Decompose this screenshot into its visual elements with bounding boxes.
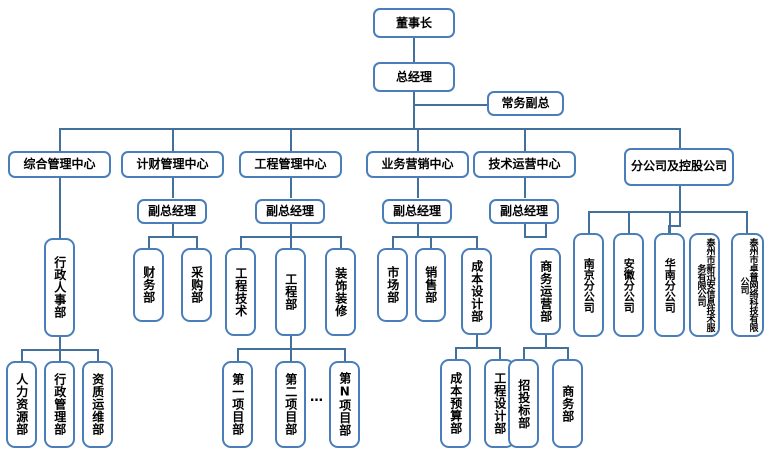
connector-hr-c1 — [21, 349, 23, 361]
connector-costdesign-bus — [455, 347, 500, 349]
node-dept-cost-budget[interactable]: 成本预算部 — [440, 359, 471, 448]
connector-dgm2-down — [290, 224, 292, 237]
node-executive-deputy[interactable]: 常务副总 — [487, 91, 564, 116]
node-center-finance-plan[interactable]: 计财管理中心 — [121, 151, 224, 178]
node-branch-anhui[interactable]: 安徽分公司 — [613, 233, 644, 337]
connector-drop-general-admin — [59, 128, 61, 151]
node-dept-bidding[interactable]: 招投标部 — [508, 359, 539, 448]
connector-hr-down — [59, 337, 61, 350]
connector-admin-center-to-hr — [59, 178, 61, 238]
connector-costdesign-c1 — [455, 347, 457, 359]
connector-dgm3-c2 — [430, 236, 432, 248]
connector-branch-nanjing — [588, 211, 590, 233]
connector-dgm3-c1 — [392, 236, 394, 248]
node-branch-xinxun-anxin[interactable]: 泰州市新迅安信息技术服务有限公司 — [689, 233, 720, 337]
node-center-engineering[interactable]: 工程管理中心 — [239, 151, 342, 178]
node-dept-business-operations[interactable]: 商务运营部 — [530, 248, 561, 335]
node-dept-admin-mgmt[interactable]: 行政管理部 — [44, 361, 75, 448]
node-deputy-gm-1[interactable]: 副总经理 — [137, 199, 207, 224]
connector-costdesign-down — [476, 335, 478, 348]
node-branch-holding-companies[interactable]: 分公司及控股公司 — [624, 148, 734, 186]
connector-dgm2-c2 — [290, 236, 292, 248]
node-branch-zhuopu-network[interactable]: 泰州市卓普网络科技有限公司 — [731, 233, 764, 337]
node-deputy-gm-4[interactable]: 副总经理 — [489, 199, 559, 224]
connector-drop-business — [417, 128, 419, 151]
connector-dgm1-down — [172, 224, 174, 237]
connector-branch-bus — [588, 211, 746, 213]
connector-bizops-c2 — [567, 347, 569, 359]
node-dept-business[interactable]: 商务部 — [552, 359, 583, 448]
node-project-dept-2[interactable]: 第二项目部 — [275, 361, 306, 448]
node-dept-decoration[interactable]: 装饰装修 — [325, 248, 356, 336]
node-dept-sales[interactable]: 销售部 — [415, 248, 446, 322]
connector-branches-down — [679, 186, 681, 212]
node-center-business-marketing[interactable]: 业务营销中心 — [366, 151, 469, 178]
node-general-manager[interactable]: 总经理 — [373, 62, 455, 92]
connector-hr-c2 — [59, 349, 61, 361]
connector-drop-finance-plan — [172, 128, 174, 151]
connector-bizops-down — [545, 335, 547, 348]
connector-chairman-gm — [413, 38, 415, 62]
connector-drop-engineering — [290, 128, 292, 151]
connector-dgm4-to-bizops — [545, 224, 547, 237]
connector-dgm3-c3 — [476, 236, 478, 248]
node-deputy-gm-2[interactable]: 副总经理 — [255, 199, 325, 224]
node-project-dept-1[interactable]: 第一项目部 — [222, 361, 253, 448]
connector-costdesign-c2 — [499, 347, 501, 359]
connector-branch-xinxun-a — [679, 211, 681, 226]
connector-drop-branches — [679, 128, 681, 151]
connector-project-c1 — [237, 348, 239, 361]
connector-tech-center-to-dgm — [524, 178, 526, 198]
node-dept-market[interactable]: 市场部 — [377, 248, 408, 322]
connector-branch-southchina — [669, 211, 671, 233]
connector-dgm1-c1 — [148, 236, 150, 248]
connector-finance-center-to-dgm — [172, 178, 174, 198]
node-dept-procurement[interactable]: 采购部 — [181, 248, 212, 322]
connector-eng-center-to-dgm — [290, 178, 292, 198]
node-dept-cost-design[interactable]: 成本设计部 — [461, 248, 492, 335]
node-dept-engineering-tech[interactable]: 工程技术 — [225, 248, 256, 336]
connector-hr-c3 — [97, 349, 99, 361]
node-center-tech-operations[interactable]: 技术运营中心 — [473, 151, 576, 178]
connector-dgm4-down — [524, 224, 526, 237]
connector-branch-xinxun-h — [668, 225, 681, 227]
node-branch-south-china[interactable]: 华南分公司 — [654, 233, 685, 337]
connector-dgm1-c2 — [196, 236, 198, 248]
connector-dgm1-bus — [148, 236, 197, 238]
connector-exec-deputy — [413, 104, 487, 106]
node-dept-admin-hr[interactable]: 行政人事部 — [44, 238, 75, 337]
connector-branch-xinxun-b — [668, 225, 670, 234]
connector-dgm2-c1 — [240, 236, 242, 248]
project-dept-ellipsis: … — [310, 390, 324, 405]
node-center-general-admin[interactable]: 综合管理中心 — [8, 151, 111, 178]
node-dept-finance[interactable]: 财务部 — [133, 248, 164, 322]
connector-dgm3-bus — [392, 236, 477, 238]
connector-bizops-c1 — [523, 347, 525, 359]
node-chairman[interactable]: 董事长 — [373, 8, 455, 38]
connector-drop-tech-ops — [524, 128, 526, 151]
connector-dgm4-link — [524, 236, 547, 238]
connector-gm-trunk — [413, 92, 415, 128]
connector-dgm2-c3 — [340, 236, 342, 248]
node-dept-engineering[interactable]: 工程部 — [275, 248, 306, 336]
node-dept-qualification-ops[interactable]: 资质运维部 — [82, 361, 113, 448]
node-deputy-gm-3[interactable]: 副总经理 — [382, 199, 452, 224]
connector-project-c2 — [290, 348, 292, 361]
connector-level2-bus — [59, 128, 680, 130]
connector-project-c3 — [344, 348, 346, 361]
connector-biz-center-to-dgm — [417, 178, 419, 198]
connector-engdept-down — [290, 336, 292, 349]
node-dept-human-resources[interactable]: 人力资源部 — [6, 361, 37, 448]
connector-branch-zhuopu — [746, 211, 748, 233]
connector-branch-anhui — [628, 211, 630, 233]
connector-bizops-bus — [523, 347, 568, 349]
connector-dgm3-down — [417, 224, 419, 237]
node-project-dept-n[interactable]: 第N项目部 — [329, 361, 360, 448]
node-branch-nanjing[interactable]: 南京分公司 — [573, 233, 604, 337]
